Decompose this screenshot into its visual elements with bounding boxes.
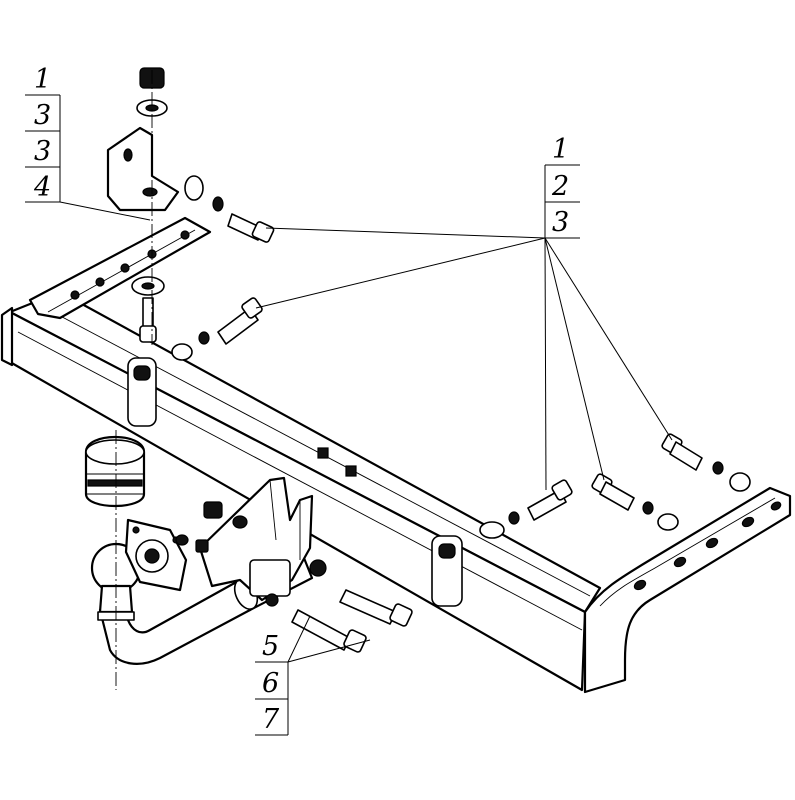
hitch-nuts	[175, 501, 327, 577]
center-lines	[115, 70, 153, 690]
beam-slot-right	[431, 535, 463, 607]
socket-flange	[124, 518, 188, 592]
callout-label: 3	[34, 136, 51, 167]
callout-label: 3	[34, 100, 51, 131]
hitch-bracket	[198, 476, 314, 607]
right-end-bracket	[583, 486, 792, 694]
bolt-set-2	[591, 473, 679, 531]
beam-slot-left	[127, 357, 157, 427]
callout-label: 1	[552, 134, 569, 165]
bolt-set-3	[661, 433, 751, 492]
bolt-lower-2	[291, 609, 367, 653]
leader-lines	[59, 201, 673, 663]
angle-bracket	[106, 126, 180, 212]
callout-label: 5	[262, 631, 279, 662]
beam-small-nuts	[317, 447, 357, 477]
callout-label: 2	[551, 171, 569, 202]
callout-label: 3	[552, 207, 569, 238]
bolt-upper	[227, 213, 275, 243]
callout-label: 4	[33, 172, 51, 203]
vertical-bolt	[139, 297, 157, 343]
bolt-middle	[171, 297, 263, 361]
callout-label: 6	[262, 668, 279, 699]
left-mounting-plate	[28, 216, 212, 320]
bracket-washer	[184, 175, 224, 212]
ball-cap	[84, 435, 146, 508]
bolt-lower-1	[339, 589, 413, 627]
lower-washer	[131, 276, 165, 296]
callout-label: 1	[34, 64, 51, 95]
callout-top-left: 1 3 3 4	[25, 64, 61, 203]
callout-bottom: 5 6 7	[255, 631, 289, 736]
bolt-set-1	[479, 479, 573, 539]
callout-top-right: 1 2 3	[544, 134, 580, 239]
callout-label: 7	[262, 704, 280, 735]
